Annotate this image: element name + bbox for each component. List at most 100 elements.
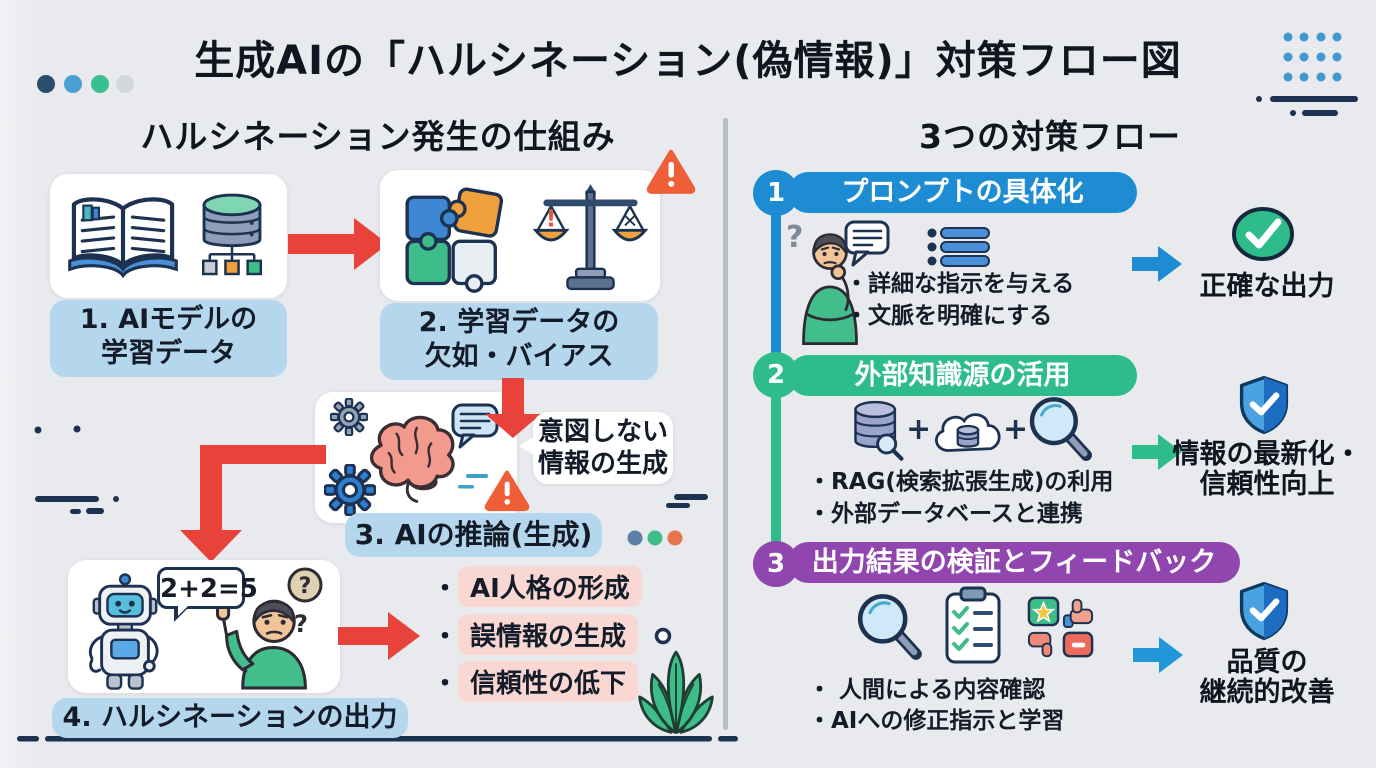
bullet-text: 詳細な指示を与える xyxy=(868,271,1075,297)
small-ring-decor xyxy=(654,627,672,645)
arrow-step4-to-consequences xyxy=(338,612,420,660)
bullet-marker: ・ xyxy=(808,708,831,734)
scale-exclaim-glyph: ! xyxy=(546,206,557,232)
flow-connector-green xyxy=(771,375,781,566)
rating-feedback-icon xyxy=(1027,596,1094,658)
outcome-line1: 品質の xyxy=(1226,647,1308,678)
bullet-marker: ・ xyxy=(432,669,459,699)
magnifier-icon xyxy=(1029,397,1092,461)
biased-scales-icon: ! ✕ xyxy=(532,184,649,291)
gear-large-icon xyxy=(324,464,376,516)
robot-icon xyxy=(88,573,159,690)
top-right-lines-decor xyxy=(1256,96,1358,116)
bullet-text: 文脈を明確にする xyxy=(868,303,1053,329)
outcome-line2: 継続的改善 xyxy=(1199,677,1335,708)
arrow-flow1-outcome xyxy=(1132,246,1182,282)
page-title: 生成AIの「ハルシネーション(偽情報)」対策フロー図 xyxy=(194,38,1182,84)
question-bubble-icon: ? xyxy=(287,567,323,603)
plant-icon xyxy=(638,650,714,734)
consequence-text: 誤情報の生成 xyxy=(458,614,639,655)
mid-left-dots-decor xyxy=(34,425,81,434)
step2-label-line2: 欠如・バイアス xyxy=(424,341,614,372)
flow1-title-bar: プロンプトの具体化 xyxy=(788,172,1137,213)
arrow-flow2-outcome xyxy=(1132,434,1182,470)
bullet-marker: ・ xyxy=(432,574,459,604)
flow-connector-blue xyxy=(771,194,781,378)
outcome-line2: 信頼性向上 xyxy=(1199,469,1335,500)
plus-sign: + xyxy=(1003,412,1029,447)
flow2-bullet: ・外部データベースと連携 xyxy=(808,494,1083,528)
flow3-outcome: 品質の 継続的改善 xyxy=(1167,648,1367,708)
database-icon xyxy=(201,193,263,276)
unintended-output-callout: 意図しない 情報の生成 xyxy=(533,412,673,484)
arrow-flow3-outcome xyxy=(1133,637,1183,673)
outcome-line1: 情報の最新化・ xyxy=(1172,439,1362,470)
prompt-bubble-icon xyxy=(844,220,890,267)
section-divider xyxy=(723,118,728,730)
tricolor-dots-decor xyxy=(627,530,683,546)
robot-speech-tail-inner xyxy=(178,606,188,616)
shield-check-icon xyxy=(1239,375,1289,435)
callout-tail xyxy=(519,436,535,456)
database-search-icon xyxy=(854,400,904,461)
question-mark-gray: ? xyxy=(786,220,804,255)
arrow-step3-to-step4 xyxy=(180,445,326,562)
arrow-step2-to-step3 xyxy=(485,378,541,438)
bullet-marker: ・ xyxy=(845,303,868,329)
flow1-bullet: ・詳細な指示を与える xyxy=(845,264,1074,298)
flow2-title-bar: 外部知識源の活用 xyxy=(788,355,1137,396)
warning-triangle-icon xyxy=(484,470,530,512)
step1-label-line1: 1. AIモデルの xyxy=(79,304,258,335)
right-section-heading: 3つの対策フロー xyxy=(919,117,1181,156)
arrow-step1-to-step2 xyxy=(288,218,388,270)
step1-label: 1. AIモデルの 学習データ xyxy=(50,300,287,377)
bullet-marker: ・ xyxy=(808,469,831,495)
warning-triangle-icon xyxy=(646,149,696,194)
plus-sign: + xyxy=(906,412,932,447)
sparkle-dashes-decor xyxy=(458,474,488,489)
consequence-text: AI人格の形成 xyxy=(458,566,642,607)
callout-side-dashes-decor xyxy=(666,494,708,508)
cloud-database-icon xyxy=(935,413,1001,452)
flow3-bullet: ・AIへの修正指示と学習 xyxy=(808,701,1064,735)
clipboard-checklist-icon xyxy=(945,586,1001,664)
outcome-line1: 正確な出力 xyxy=(1199,271,1335,302)
top-left-dots-decor xyxy=(37,75,134,93)
magnifier-icon xyxy=(857,594,922,660)
step1-label-line2: 学習データ xyxy=(101,338,236,369)
flow1-bullet: ・文脈を明確にする xyxy=(845,296,1052,330)
mid-left-dashes-decor xyxy=(35,496,119,514)
callout-line2: 情報の生成 xyxy=(537,449,668,479)
scale-cross-glyph: ✕ xyxy=(622,209,638,232)
flow2-bullet: ・RAG(検索拡張生成)の利用 xyxy=(808,462,1113,496)
step3-label: 3. AIの推論(生成) xyxy=(345,513,602,557)
confused-person-icon xyxy=(215,599,307,690)
bullet-text: RAG(検索拡張生成)の利用 xyxy=(831,469,1114,495)
thinking-person-icon xyxy=(802,233,858,345)
bullet-marker: ・ xyxy=(808,501,831,527)
check-circle-icon xyxy=(1232,207,1294,261)
brain-icon xyxy=(369,415,455,503)
bullet-marker: ・ xyxy=(432,622,459,652)
step2-label: 2. 学習データの 欠如・バイアス xyxy=(380,303,658,380)
bullet-text: 人間による内容確認 xyxy=(839,677,1046,703)
flow3-title-bar: 出力結果の検証とフィードバック xyxy=(788,542,1240,583)
gear-small-icon xyxy=(330,398,368,436)
question-mark-text: ? xyxy=(294,610,308,638)
puzzle-icon xyxy=(405,187,504,293)
robot-speech-bubble: 2+2=5 xyxy=(157,567,258,609)
top-right-dot-grid-decor xyxy=(1283,32,1342,82)
flow1-outcome: 正確な出力 xyxy=(1167,272,1367,302)
question-glyph: ? xyxy=(299,574,312,599)
bullet-marker: ・ xyxy=(845,271,868,297)
consequence-item: ・誤情報の生成 xyxy=(432,614,639,655)
consequence-item: ・信頼性の低下 xyxy=(432,661,639,702)
step2-label-line1: 2. 学習データの xyxy=(418,307,620,338)
step4-label: 4. ハルシネーションの出力 xyxy=(52,698,408,738)
bullet-marker: ・ xyxy=(808,677,831,703)
bullet-text: 外部データベースと連携 xyxy=(831,501,1083,527)
callout-line1: 意図しない xyxy=(537,417,668,447)
flow3-bullet: ・ 人間による内容確認 xyxy=(808,670,1045,704)
consequence-item: ・AI人格の形成 xyxy=(432,566,642,607)
